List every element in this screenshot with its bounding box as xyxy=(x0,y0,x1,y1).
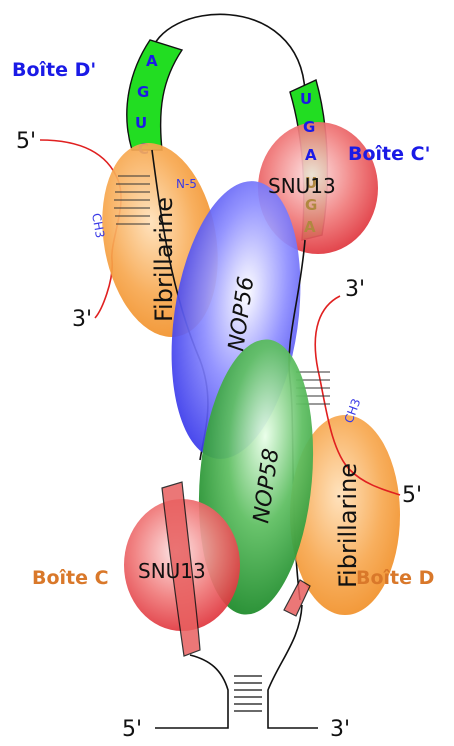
nucleotide: G xyxy=(305,196,317,214)
n5-label: N-5 xyxy=(176,177,197,191)
box-d-prime-green: A G U C xyxy=(126,39,184,158)
box-d-strip xyxy=(283,579,311,617)
five-prime-top: 5' xyxy=(16,129,36,154)
snu13-bottom-label: SNU13 xyxy=(138,559,206,583)
nucleotide: G xyxy=(137,83,149,101)
rna-bottom-stem-right xyxy=(267,604,318,729)
ch3-top-label: CH3 xyxy=(89,212,107,239)
box-d-prime-label: Boîte D' xyxy=(12,59,96,81)
box-d-label: Boîte D xyxy=(356,567,434,589)
rna-top-loop xyxy=(149,13,306,93)
three-prime-right: 3' xyxy=(345,277,365,302)
nucleotide: G xyxy=(303,118,315,136)
box-c-prime-seq: U G A U G A xyxy=(300,90,317,236)
rna-bottom-stem-left xyxy=(155,654,229,729)
snu13-top-label: SNU13 xyxy=(268,174,336,198)
fibrillarine-bottom xyxy=(290,415,400,615)
three-prime-bottom: 3' xyxy=(330,717,350,742)
base-pairs-top xyxy=(114,175,150,225)
box-c-label: Boîte C xyxy=(32,567,109,589)
nucleotide: U xyxy=(135,114,147,132)
fibrillarine-top-label: Fibrillarine xyxy=(150,197,178,322)
five-prime-bottom: 5' xyxy=(122,717,142,742)
box-c-prime-label: Boîte C' xyxy=(348,143,430,165)
nucleotide: A xyxy=(305,146,317,164)
nucleotide: U xyxy=(305,174,317,192)
guide-strand-bottom xyxy=(314,295,401,496)
nucleotide: U xyxy=(300,90,312,108)
nucleotide: A xyxy=(304,218,316,236)
fibrillarine-bottom-label: Fibrillarine xyxy=(334,463,362,588)
three-prime-top: 3' xyxy=(72,307,92,332)
five-prime-right: 5' xyxy=(402,483,422,508)
box-c-strip xyxy=(161,481,201,657)
stem-base-pairs xyxy=(234,675,262,712)
nucleotide: A xyxy=(146,52,158,70)
